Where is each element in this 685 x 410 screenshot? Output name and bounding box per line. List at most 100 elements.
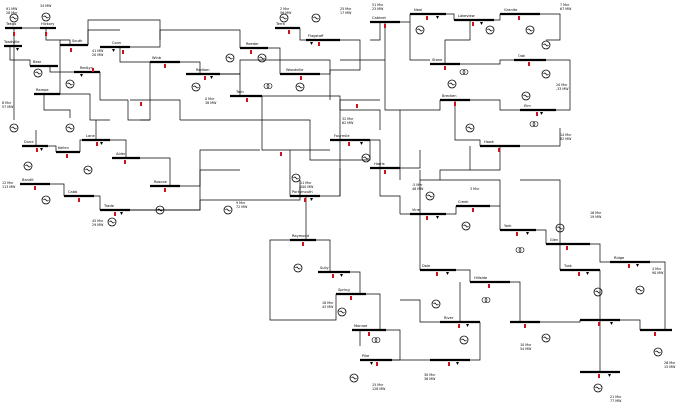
breaker-marker[interactable]	[426, 216, 428, 220]
generator-icon[interactable]	[33, 68, 43, 78]
load-arrow-icon[interactable]	[436, 216, 439, 219]
breaker-marker[interactable]	[13, 32, 15, 36]
breaker-marker[interactable]	[536, 112, 538, 116]
load-arrow-icon[interactable]	[310, 198, 313, 201]
breaker-marker[interactable]	[436, 272, 438, 276]
generator-icon[interactable]	[257, 53, 267, 63]
generator-icon[interactable]	[41, 195, 51, 205]
transformer-icon[interactable]	[481, 297, 491, 303]
breaker-marker[interactable]	[472, 208, 474, 212]
breaker-marker[interactable]	[66, 154, 68, 158]
load-arrow-icon[interactable]	[310, 42, 313, 45]
generator-icon[interactable]	[465, 123, 475, 133]
load-arrow-icon[interactable]	[210, 76, 213, 79]
generator-icon[interactable]	[279, 13, 289, 23]
load-arrow-icon[interactable]	[586, 272, 589, 275]
generator-icon[interactable]	[541, 333, 551, 343]
load-arrow-icon[interactable]	[370, 362, 373, 365]
load-arrow-icon[interactable]	[610, 322, 613, 325]
breaker-marker[interactable]	[518, 16, 520, 20]
generator-icon[interactable]	[337, 307, 347, 317]
breaker-marker[interactable]	[246, 98, 248, 102]
load-arrow-icon[interactable]	[80, 74, 83, 77]
breaker-marker[interactable]	[164, 64, 166, 68]
breaker-marker[interactable]	[34, 186, 36, 190]
load-arrow-icon[interactable]	[100, 142, 103, 145]
breaker-marker[interactable]	[566, 246, 568, 250]
generator-icon[interactable]	[9, 13, 19, 23]
breaker-marker[interactable]	[122, 50, 124, 54]
breaker-marker[interactable]	[288, 30, 290, 34]
load-arrow-icon[interactable]	[436, 16, 439, 19]
breaker-marker[interactable]	[454, 102, 456, 106]
breaker-marker[interactable]	[516, 232, 518, 236]
generator-icon[interactable]	[9, 123, 19, 133]
generator-icon[interactable]	[107, 217, 117, 227]
generator-icon[interactable]	[593, 287, 603, 297]
generator-icon[interactable]	[447, 79, 457, 89]
load-arrow-icon[interactable]	[526, 232, 529, 235]
transformer-icon[interactable]	[459, 69, 469, 75]
load-arrow-icon[interactable]	[540, 112, 543, 115]
generator-icon[interactable]	[541, 69, 551, 79]
generator-icon[interactable]	[461, 221, 471, 231]
breaker-marker[interactable]	[356, 104, 358, 108]
generator-icon[interactable]	[83, 165, 93, 175]
breaker-marker[interactable]	[45, 32, 47, 36]
generator-icon[interactable]	[361, 153, 371, 163]
load-arrow-icon[interactable]	[446, 272, 449, 275]
transformer-icon[interactable]	[529, 121, 539, 127]
generator-icon[interactable]	[525, 25, 535, 35]
breaker-marker[interactable]	[498, 148, 500, 152]
breaker-marker[interactable]	[384, 24, 386, 28]
breaker-marker[interactable]	[376, 362, 378, 366]
breaker-marker[interactable]	[368, 332, 370, 336]
generator-icon[interactable]	[459, 335, 469, 345]
breaker-marker[interactable]	[458, 324, 460, 328]
generator-icon[interactable]	[425, 191, 435, 201]
generator-icon[interactable]	[653, 347, 663, 357]
load-arrow-icon[interactable]	[480, 22, 483, 25]
breaker-marker[interactable]	[96, 142, 98, 146]
generator-icon[interactable]	[415, 25, 425, 35]
load-arrow-icon[interactable]	[456, 362, 459, 365]
breaker-marker[interactable]	[302, 242, 304, 246]
breaker-marker[interactable]	[300, 76, 302, 80]
breaker-marker[interactable]	[204, 76, 206, 80]
load-arrow-icon[interactable]	[120, 212, 123, 215]
generator-icon[interactable]	[225, 53, 235, 63]
load-arrow-icon[interactable]	[40, 148, 43, 151]
load-arrow-icon[interactable]	[360, 142, 363, 145]
generator-icon[interactable]	[23, 161, 33, 171]
breaker-marker[interactable]	[350, 296, 352, 300]
generator-icon[interactable]	[635, 285, 645, 295]
generator-icon[interactable]	[349, 373, 359, 383]
generator-icon[interactable]	[295, 82, 305, 92]
load-arrow-icon[interactable]	[16, 48, 19, 51]
breaker-marker[interactable]	[628, 264, 630, 268]
generator-icon[interactable]	[311, 13, 321, 23]
breaker-marker[interactable]	[598, 322, 600, 326]
generator-icon[interactable]	[223, 205, 233, 215]
generator-icon[interactable]	[541, 40, 551, 50]
breaker-marker[interactable]	[524, 324, 526, 328]
load-arrow-icon[interactable]	[608, 374, 611, 377]
load-arrow-icon[interactable]	[466, 324, 469, 327]
breaker-marker[interactable]	[304, 198, 306, 202]
breaker-marker[interactable]	[654, 332, 656, 336]
generator-icon[interactable]	[291, 173, 301, 183]
generator-icon[interactable]	[41, 12, 51, 22]
breaker-marker[interactable]	[384, 170, 386, 174]
breaker-marker[interactable]	[598, 374, 600, 378]
breaker-marker[interactable]	[70, 48, 72, 52]
generator-icon[interactable]	[191, 82, 201, 92]
breaker-marker[interactable]	[280, 152, 282, 156]
breaker-marker[interactable]	[36, 148, 38, 152]
breaker-marker[interactable]	[348, 142, 350, 146]
breaker-marker[interactable]	[488, 284, 490, 288]
breaker-marker[interactable]	[114, 212, 116, 216]
breaker-marker[interactable]	[250, 50, 252, 54]
generator-icon[interactable]	[431, 299, 441, 309]
breaker-marker[interactable]	[444, 66, 446, 70]
breaker-marker[interactable]	[528, 62, 530, 66]
